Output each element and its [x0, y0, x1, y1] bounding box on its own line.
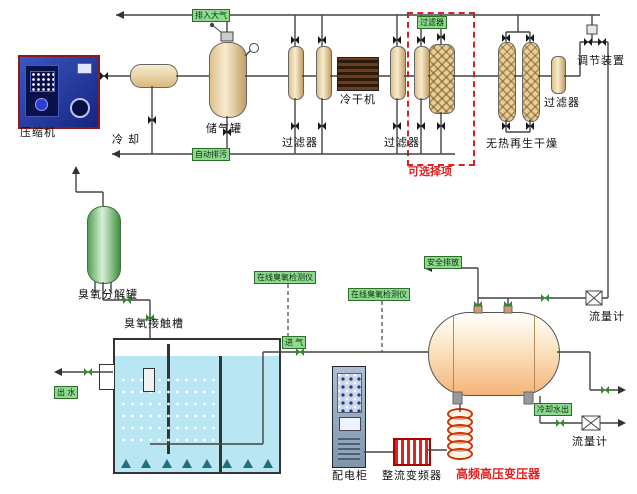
flow-meter-water-symbol	[581, 415, 601, 431]
dryer-tower-b	[522, 42, 540, 122]
label-destructor: 臭氧分解罐	[78, 289, 138, 301]
ozone-generator-vessel	[428, 312, 560, 396]
final-filter-vessel	[551, 56, 566, 94]
diffuser-icon	[161, 459, 172, 468]
label-contact-tank: 臭氧接触槽	[124, 318, 184, 330]
diffuser-icon	[141, 459, 152, 468]
led-matrix-display	[30, 71, 55, 92]
air-storage-tank	[209, 42, 247, 118]
compressor-control-panel	[25, 65, 59, 117]
label-flow-meter-gas: 流量计	[589, 311, 625, 323]
diffuser-icon	[121, 459, 131, 468]
hv-transformer-coil	[447, 408, 473, 460]
diffuser-icon	[202, 459, 213, 468]
label-cabinet: 配电柜	[332, 470, 368, 482]
cabinet-display	[339, 417, 361, 431]
flow-meter-gas-symbol	[585, 290, 603, 306]
ozone-destructor-tank	[87, 206, 121, 284]
tag-optional-filter: 过滤器	[417, 16, 447, 29]
diffuser-row	[121, 459, 273, 469]
weld-seam	[453, 316, 454, 392]
tag-gas-inlet: 进 气	[282, 336, 307, 349]
filter-vessel-2	[316, 46, 332, 100]
regulator-device	[586, 24, 598, 35]
diffuser-icon	[262, 459, 273, 468]
diffuser-icon	[181, 459, 192, 468]
cabinet-vent-grille	[338, 437, 360, 460]
weld-seam	[534, 316, 535, 392]
ozone-contact-tank	[113, 338, 281, 474]
label-hv-transformer: 高频高压变压器	[456, 467, 541, 481]
filter-vessel-1	[288, 46, 304, 100]
level-gauge	[99, 364, 115, 390]
indicator-light-grid	[337, 373, 362, 413]
diffuser-icon	[222, 459, 233, 468]
label-flow-meter-water: 流量计	[572, 436, 608, 448]
after-cooler	[130, 64, 178, 88]
tag-vent-top: 排入大气	[192, 9, 230, 22]
tag-water-outlet: 出 水	[54, 386, 79, 399]
tag-cooling-water-out: 冷却水出	[534, 403, 572, 416]
label-final-filter: 过滤器	[544, 97, 580, 109]
tag-ozone-monitor-2: 在线臭氧检测仪	[348, 288, 410, 301]
rectifier-inverter-unit	[393, 438, 431, 466]
label-regulator: 调节装置	[577, 55, 625, 67]
label-air-tank: 储气罐	[206, 123, 242, 135]
indicator-lamp	[35, 98, 48, 111]
label-filters-2: 过滤器	[384, 137, 420, 149]
label-cooling: 冷 却	[112, 134, 141, 146]
tag-ozone-monitor-1: 在线臭氧检测仪	[254, 271, 316, 284]
filter-vessel-3	[390, 46, 406, 100]
bubble-field	[119, 374, 217, 448]
label-heatless-dryer: 无热再生干燥	[486, 138, 558, 150]
label-filters-1: 过滤器	[282, 137, 318, 149]
safety-valve	[209, 22, 234, 42]
compressor-vent-grille	[77, 63, 92, 74]
diffuser-icon	[242, 459, 253, 468]
refrigerated-dryer	[337, 57, 379, 91]
label-optional-note: 可选择项	[408, 166, 452, 178]
sampling-float	[143, 368, 155, 392]
pressure-gauge	[249, 43, 259, 53]
optional-filter-vessel	[429, 44, 455, 114]
tag-auto-drain: 自动排污	[192, 148, 230, 161]
label-compressor: 压缩机	[20, 127, 56, 139]
filter-vessel-4	[414, 46, 430, 100]
label-rectifier: 整流变频器	[382, 470, 442, 482]
label-chiller-dryer: 冷干机	[340, 94, 376, 106]
baffle-wall-2	[219, 356, 222, 472]
power-distribution-cabinet	[332, 366, 366, 468]
tag-safety-vent: 安全排放	[424, 256, 462, 269]
pressure-gauge-icon	[70, 98, 90, 118]
coil-turn-icon	[447, 448, 473, 460]
dryer-tower-a	[498, 42, 516, 122]
air-compressor	[18, 55, 100, 129]
